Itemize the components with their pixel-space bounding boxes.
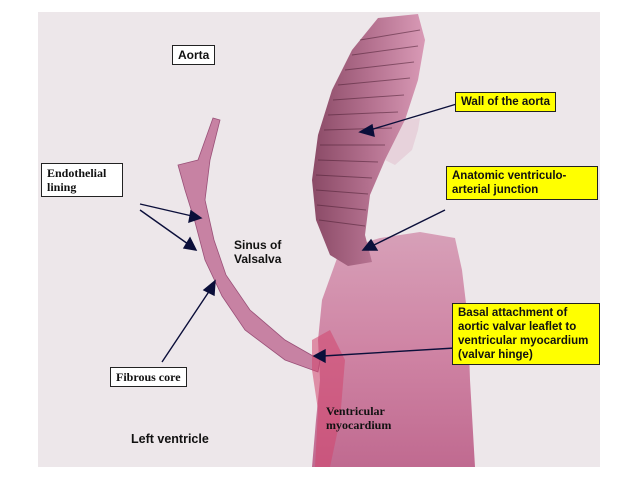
- label-basal-attachment: Basal attachment of aortic valvar leafle…: [452, 303, 600, 365]
- label-wall-of-aorta: Wall of the aorta: [455, 92, 557, 112]
- label-ventricular-myocardium: Ventricular myocardium: [326, 404, 392, 432]
- aortic-wall-striations: [315, 29, 421, 227]
- label-left-ventricle: Left ventricle: [131, 432, 209, 446]
- label-fibrous-core: Fibrous core: [110, 367, 187, 387]
- label-anatomic-junction: Anatomic ventriculo-arterial junction: [446, 166, 598, 200]
- aortic-wall-tissue: [312, 14, 425, 266]
- ventricular-myocardium-tissue: [312, 232, 475, 467]
- label-aorta: Aorta: [172, 45, 216, 65]
- label-endothelial-lining: Endothelial lining: [41, 163, 123, 197]
- annotation-arrows: [139, 102, 461, 364]
- aortic-intima-edge: [385, 118, 420, 165]
- label-sinus-of-valsalva: Sinus of Valsalva: [234, 238, 282, 266]
- valvar-hinge-tissue: [312, 330, 345, 467]
